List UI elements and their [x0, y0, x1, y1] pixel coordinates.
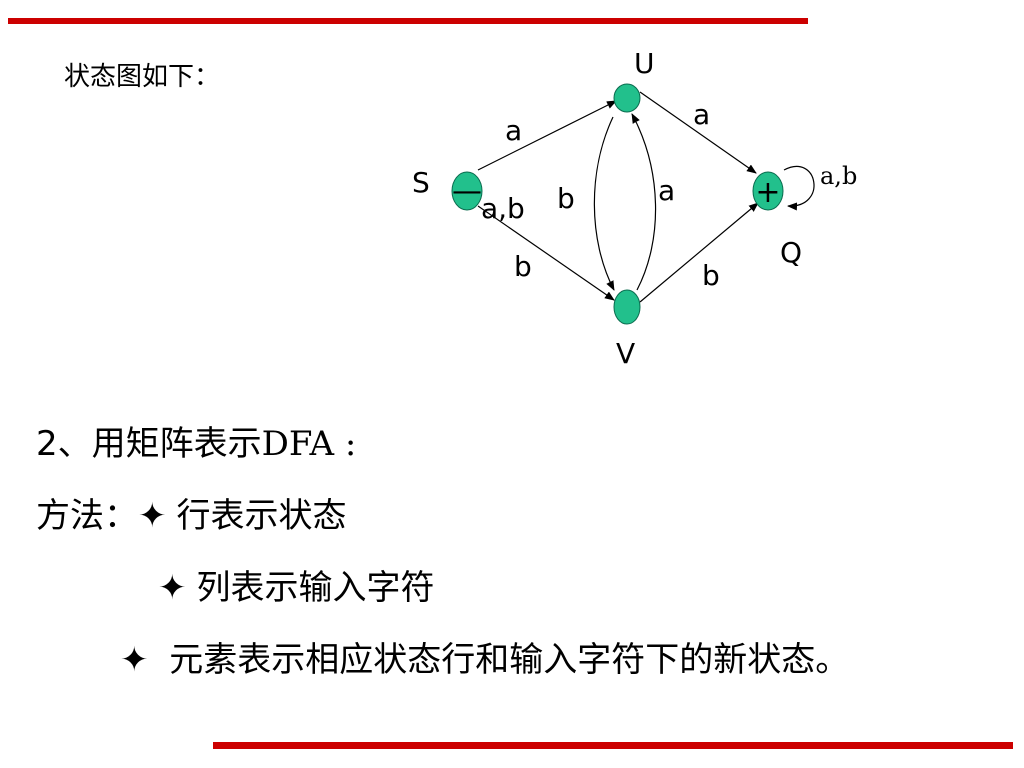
edge-label-v-u: a: [658, 174, 675, 207]
accept-state-marker: +: [755, 175, 780, 210]
edge-label-s-v: b: [514, 250, 532, 283]
edge-u-q: [639, 91, 757, 174]
edge-u-v: [593, 116, 615, 291]
edge-label-u-v: b: [557, 182, 575, 215]
elements-represent-next-state-text: 元素表示相应状态行和输入字符下的新状态。: [158, 640, 850, 680]
matrix-dfa-heading: 2、用矩阵表示DFA :: [36, 416, 356, 465]
state-label-s: S: [412, 166, 430, 199]
state-diagram: — + S U V Q a b a b b a a,b a,b: [412, 47, 857, 370]
edge-s-u: [477, 100, 617, 171]
state-node-s: [451, 171, 483, 211]
method-columns-line: ✦列表示输入字符: [158, 560, 435, 609]
edge-s-v: [477, 205, 615, 301]
edge-label-s-self: a,b: [481, 192, 525, 225]
edge-v-u: [631, 113, 657, 291]
method-rows-line: 方法：✦行表示状态: [36, 488, 347, 537]
state-label-u: U: [634, 47, 655, 80]
star-bullet-icon: ✦: [158, 568, 187, 608]
state-node-v: [613, 289, 641, 325]
diagram-caption: 状态图如下：: [64, 62, 221, 92]
edge-label-q-self: a,b: [820, 162, 857, 190]
state-label-q: Q: [780, 236, 802, 269]
edge-v-q: [639, 202, 759, 303]
state-label-v: V: [616, 337, 635, 370]
method-elements-line: ✦ 元素表示相应状态行和输入字符下的新状态。: [120, 632, 849, 681]
section-number: 2: [36, 424, 58, 464]
edge-label-v-q: b: [702, 259, 720, 292]
state-node-u: [613, 83, 641, 113]
section-title: 、用矩阵表示DFA :: [57, 424, 357, 464]
star-bullet-icon: ✦: [120, 640, 149, 680]
edge-label-s-u: a: [505, 114, 522, 147]
method-label: 方法：: [36, 496, 138, 536]
columns-represent-input-text: 列表示输入字符: [196, 568, 435, 608]
start-state-marker: —: [452, 174, 482, 209]
state-node-q: [752, 171, 784, 211]
edge-q-self: [783, 165, 815, 211]
top-accent-bar: [8, 18, 808, 24]
rows-represent-states-text: 行表示状态: [176, 496, 347, 536]
bottom-accent-bar: [213, 742, 1013, 749]
edge-label-u-q: a: [693, 98, 710, 131]
star-bullet-icon: ✦: [138, 496, 167, 536]
